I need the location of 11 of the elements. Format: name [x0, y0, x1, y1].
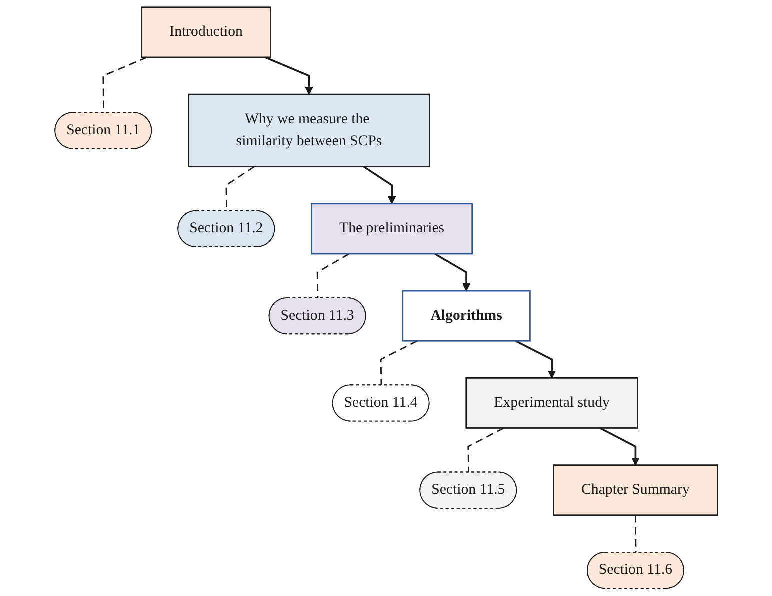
node-box: Experimental study: [465, 377, 638, 429]
arrow: [264, 56, 313, 95]
arrow: [363, 166, 396, 204]
node-box: The preliminaries: [310, 203, 473, 255]
node-box: Why we measure the similarity between SCPs: [188, 94, 430, 168]
node-box: Chapter Summary: [552, 464, 718, 516]
arrow: [599, 427, 640, 466]
arrow: [514, 340, 556, 379]
node-box: Algorithms: [402, 290, 530, 342]
node-box: Introduction: [140, 6, 272, 58]
arrow: [434, 253, 470, 292]
